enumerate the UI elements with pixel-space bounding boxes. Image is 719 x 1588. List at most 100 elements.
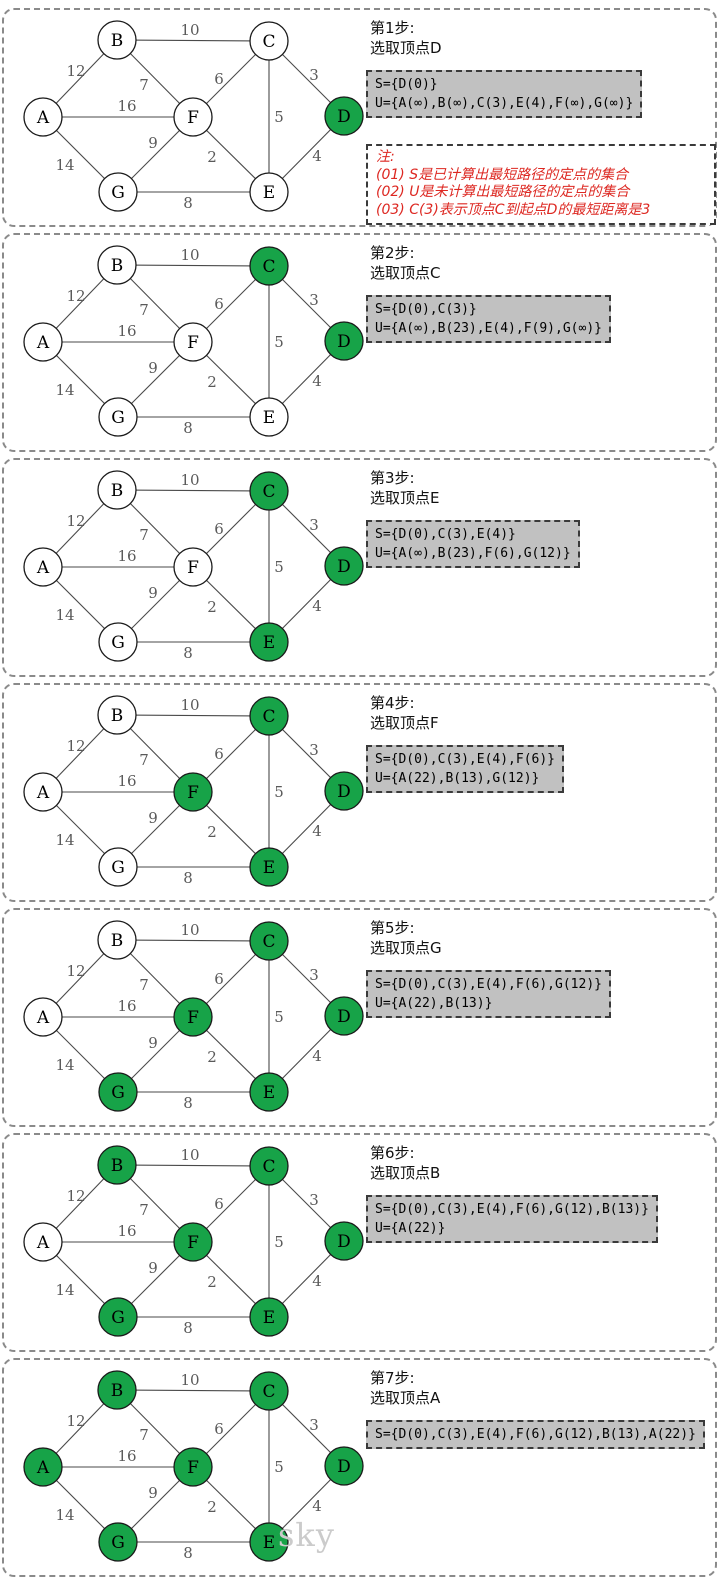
edge-weight-FG: 9	[148, 809, 158, 827]
edge-weight-AF: 16	[117, 97, 136, 115]
edge-weight-BC: 10	[180, 1371, 199, 1389]
vertex-label-B: B	[111, 481, 124, 501]
edge-weight-CE: 5	[274, 1233, 284, 1251]
step-number-label: 第1步:	[370, 19, 415, 37]
step-number-label: 第3步:	[370, 469, 415, 487]
vertex-B	[97, 1145, 137, 1185]
vertex-label-F: F	[187, 1233, 199, 1253]
vertex-label-B: B	[111, 931, 124, 951]
note-line: (01) S是已计算出最短路径的定点的集合	[376, 166, 629, 183]
vertex-E	[249, 1297, 289, 1337]
edge-weight-CD: 3	[309, 66, 319, 84]
edge-weight-AF: 16	[117, 1447, 136, 1465]
vertex-E	[249, 397, 289, 437]
step-select-label: 选取顶点D	[370, 39, 442, 57]
vertex-A	[23, 997, 63, 1037]
vertex-D	[324, 1221, 364, 1261]
set-box: S={D(0)} U={A(∞),B(∞),C(3),E(4),F(∞),G(∞…	[366, 70, 643, 118]
vertex-label-F: F	[187, 558, 199, 578]
vertex-label-A: A	[36, 558, 50, 578]
vertex-label-F: F	[187, 108, 199, 128]
edge-weight-CF: 6	[214, 520, 224, 538]
edge-BC	[116, 1164, 270, 1167]
edge-weight-CF: 6	[214, 1420, 224, 1438]
vertex-D	[324, 996, 364, 1036]
vertex-label-F: F	[187, 1458, 199, 1478]
note-line: (02) U是未计算出最短路径的定点的集合	[376, 184, 630, 200]
edge-weight-FE: 2	[207, 1498, 217, 1516]
edge-weight-BF: 7	[139, 1426, 149, 1444]
vertex-label-B: B	[111, 256, 124, 276]
vertex-B	[97, 245, 137, 285]
edge-weight-CF: 6	[214, 1195, 224, 1213]
edge-weight-CD: 3	[309, 291, 319, 309]
u-set-line: U={A(22),B(13)}	[375, 996, 493, 1011]
edge-weight-GE: 8	[183, 1319, 193, 1337]
s-set-line: S={D(0),C(3),E(4)}	[375, 527, 516, 542]
edge-weight-AF: 16	[117, 547, 136, 565]
edge-weight-AB: 12	[66, 287, 85, 305]
vertex-F	[173, 97, 213, 137]
step-select-label: 选取顶点G	[370, 939, 442, 957]
vertex-label-F: F	[187, 783, 199, 803]
u-set-line: U={A(∞),B(23),E(4),F(9),G(∞)}	[375, 321, 602, 336]
step-head: 第7步: 选取顶点A	[370, 1368, 440, 1408]
vertex-label-E: E	[263, 858, 275, 878]
u-set-line: U={A(22)}	[375, 1221, 446, 1236]
vertex-label-F: F	[187, 1008, 199, 1028]
edge-BC	[116, 489, 270, 492]
vertex-label-G: G	[111, 1308, 125, 1328]
vertex-label-F: F	[187, 333, 199, 353]
vertex-B	[97, 20, 137, 60]
vertex-C	[249, 21, 289, 61]
vertex-label-G: G	[111, 1533, 125, 1553]
s-set-line: S={D(0),C(3),E(4),F(6)}	[375, 752, 556, 767]
vertex-label-B: B	[111, 31, 124, 51]
step-number-label: 第5步:	[370, 919, 415, 937]
vertex-A	[23, 547, 63, 587]
edge-weight-CE: 5	[274, 333, 284, 351]
vertex-label-B: B	[111, 1381, 124, 1401]
vertex-label-C: C	[262, 482, 275, 502]
vertex-F	[173, 547, 213, 587]
vertex-label-D: D	[337, 1232, 351, 1252]
edge-weight-FG: 9	[148, 1034, 158, 1052]
set-box: S={D(0),C(3)} U={A(∞),B(23),E(4),F(9),G(…	[366, 295, 611, 343]
vertex-D	[324, 96, 364, 136]
edge-weight-CF: 6	[214, 745, 224, 763]
vertex-D	[324, 1446, 364, 1486]
vertex-F	[173, 997, 213, 1037]
edge-weight-GE: 8	[183, 1544, 193, 1562]
edge-weight-AG: 14	[55, 606, 74, 624]
edge-weight-AB: 12	[66, 62, 85, 80]
step-head: 第5步: 选取顶点G	[370, 918, 442, 958]
vertex-label-D: D	[337, 1457, 351, 1477]
edge-weight-FG: 9	[148, 1484, 158, 1502]
set-box: S={D(0),C(3),E(4),F(6),G(12),B(13),A(22)…	[366, 1420, 705, 1449]
note-line: (03) C(3)表示顶点C到起点D的最短距离是3	[376, 201, 651, 218]
vertex-label-C: C	[262, 32, 275, 52]
vertex-D	[324, 771, 364, 811]
edge-weight-FG: 9	[148, 359, 158, 377]
step-select-label: 选取顶点A	[370, 1389, 441, 1407]
vertex-label-C: C	[262, 707, 275, 727]
edge-weight-BF: 7	[139, 976, 149, 994]
vertex-B	[97, 1370, 137, 1410]
edge-weight-CD: 3	[309, 966, 319, 984]
vertex-A	[23, 322, 63, 362]
vertex-A	[23, 772, 63, 812]
vertex-E	[249, 172, 289, 212]
vertex-C	[249, 696, 289, 736]
vertex-label-G: G	[111, 408, 125, 428]
vertex-label-A: A	[36, 333, 50, 353]
